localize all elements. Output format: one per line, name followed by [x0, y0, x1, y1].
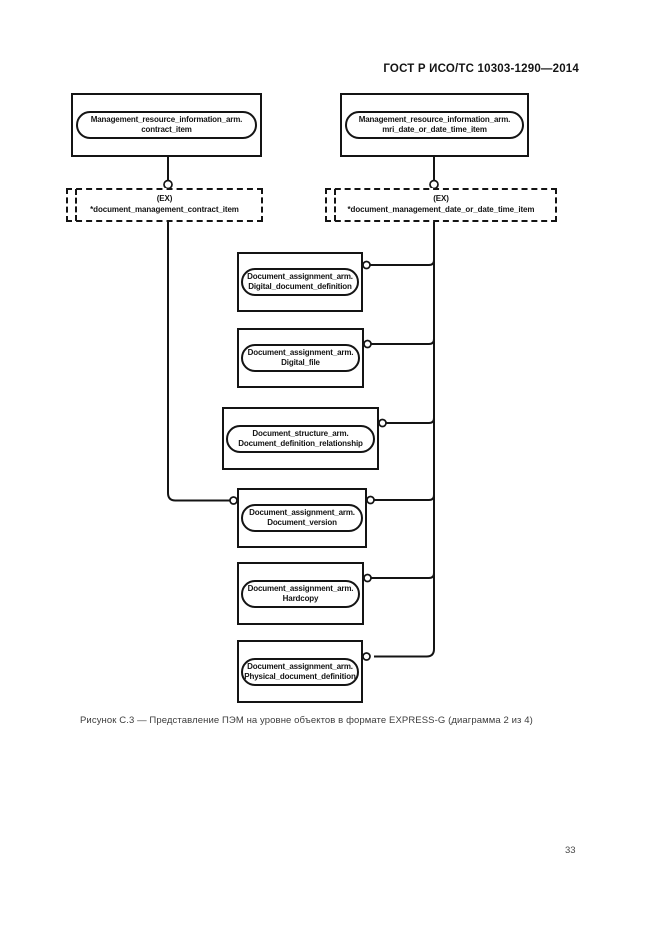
entity-box-hardcopy: Document_assignment_arm. Hardcopy	[237, 562, 364, 625]
page-ref-tag: (EX)	[433, 194, 449, 203]
relation-circle-icon	[363, 573, 372, 583]
page-ref-divider	[75, 189, 77, 221]
entity-schema-name: Document_assignment_arm.	[247, 661, 353, 671]
page-ref-divider	[334, 189, 336, 221]
entity-box-digital-file: Document_assignment_arm. Digital_file	[237, 328, 364, 388]
relation-circle-icon	[362, 260, 371, 270]
entity-name: Digital_document_definition	[248, 282, 352, 291]
entity-schema-name: Document_structure_arm.	[252, 428, 349, 438]
entity-schema-name: Document_assignment_arm.	[247, 583, 354, 593]
entity-stadium: Management_resource_information_arm. con…	[76, 111, 257, 139]
standard-number-header: ГОСТ Р ИСО/ТС 10303-1290—2014	[383, 63, 579, 75]
connector-branch-digital-document-definition	[370, 259, 435, 266]
entity-stadium: Document_assignment_arm. Physical_docume…	[241, 657, 359, 686]
entity-box-physical-document-definition: Document_assignment_arm. Physical_docume…	[237, 640, 363, 703]
page-ref-name: *document_management_date_or_date_time_i…	[347, 205, 535, 214]
entity-stadium: Management_resource_information_arm. mri…	[345, 111, 524, 139]
page-ref-box-contract-item: (EX) *document_management_contract_item	[66, 188, 263, 222]
relation-circle-icon	[363, 339, 372, 349]
entity-box-document-definition-relationship: Document_structure_arm. Document_definit…	[222, 407, 379, 470]
connector-right-trunk	[374, 222, 435, 658]
entity-stadium: Document_assignment_arm. Digital_documen…	[241, 268, 359, 296]
entity-name: Document_definition_relationship	[238, 438, 363, 448]
entity-name: contract_item	[141, 125, 192, 134]
entity-schema-name: Management_resource_information_arm.	[90, 115, 243, 124]
page-ref-box-date-or-date-time-item: (EX) *document_management_date_or_date_t…	[325, 188, 557, 222]
entity-stadium: Document_assignment_arm. Hardcopy	[241, 579, 360, 608]
entity-name: mri_date_or_date_time_item	[382, 125, 487, 134]
entity-schema-name: Document_assignment_arm.	[247, 272, 353, 281]
connector-branch-document-definition-relationship	[386, 417, 435, 424]
entity-name: Hardcopy	[282, 593, 319, 603]
entity-schema-name: Document_assignment_arm.	[249, 508, 355, 517]
entity-schema-name: Document_assignment_arm.	[247, 348, 354, 357]
relation-circle-icon	[366, 495, 375, 505]
entity-stadium: Document_assignment_arm. Document_versio…	[241, 504, 363, 532]
entity-name: Document_version	[267, 518, 337, 527]
relation-circle-icon	[362, 652, 371, 661]
entity-stadium: Document_assignment_arm. Digital_file	[241, 344, 360, 372]
connector-branch-document-version	[374, 494, 435, 501]
connector-branch-digital-file	[371, 338, 435, 345]
entity-name: Physical_document_definition	[244, 671, 356, 681]
entity-stadium: Document_structure_arm. Document_definit…	[226, 424, 375, 453]
entity-schema-name: Management_resource_information_arm.	[358, 115, 511, 124]
entity-box-mri-date-or-date-time-item: Management_resource_information_arm. mri…	[340, 93, 529, 157]
page-number: 33	[565, 845, 576, 856]
page-ref-tag: (EX)	[156, 194, 173, 203]
connector-left-trunk	[167, 222, 230, 502]
entity-name: Digital_file	[281, 358, 320, 367]
entity-box-document-version: Document_assignment_arm. Document_versio…	[237, 488, 367, 548]
figure-caption: Рисунок С.3 — Представление ПЭМ на уровн…	[80, 715, 533, 726]
page-ref-name: *document_management_contract_item	[90, 205, 239, 214]
connector-branch-hardcopy	[371, 572, 435, 579]
relation-circle-icon	[229, 496, 238, 505]
entity-box-digital-document-definition: Document_assignment_arm. Digital_documen…	[237, 252, 363, 312]
entity-box-contract-item: Management_resource_information_arm. con…	[71, 93, 262, 157]
relation-circle-icon	[378, 418, 387, 428]
